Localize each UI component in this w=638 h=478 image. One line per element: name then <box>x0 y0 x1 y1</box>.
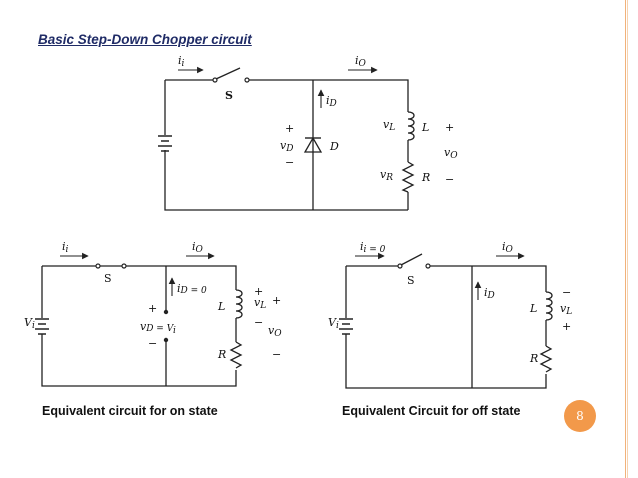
on-diode-terminal-top <box>163 309 169 315</box>
on-state-circuit: ii S iO iD = 0 Vi + vD = Vi − L R + vL −… <box>24 240 282 387</box>
off-battery-symbol <box>339 318 353 335</box>
on-label-i-diode: iD = 0 <box>177 282 207 296</box>
main-resistor-zigzag <box>401 161 415 193</box>
on-label-vo-plus: + <box>272 294 281 307</box>
main-label-v-l: vL <box>383 118 395 133</box>
main-label-vo-plus: + <box>445 121 454 134</box>
off-label-vl-minus: − <box>562 286 571 299</box>
off-switch-open-symbol <box>397 253 431 269</box>
on-label-resistor: R <box>217 348 226 361</box>
off-wire-bottom <box>345 334 547 389</box>
main-label-v-out: vO <box>444 146 458 161</box>
on-label-v-out: vO <box>268 324 282 339</box>
on-label-vo-minus: − <box>272 348 281 361</box>
slide-border-line-inner <box>627 0 628 478</box>
off-label-i-out: iO <box>502 240 514 255</box>
off-resistor-zigzag <box>539 345 553 373</box>
on-wire-top-right <box>126 265 237 290</box>
on-resistor-zigzag <box>229 341 243 369</box>
off-label-v-l: vL <box>560 302 572 317</box>
main-label-v-r: vR <box>380 168 393 183</box>
off-label-vl-plus: + <box>562 320 571 333</box>
main-diode-symbol <box>303 136 323 153</box>
slide-border-line <box>625 0 626 478</box>
off-label-i-diode: iD <box>484 286 495 301</box>
on-label-vl-plus: + <box>254 285 263 298</box>
on-label-v-in: Vi <box>24 316 35 331</box>
main-label-i-out: iO <box>355 54 367 69</box>
on-label-i-out: iO <box>192 240 204 255</box>
main-label-i-in: ii <box>178 54 185 69</box>
main-label-vo-minus: − <box>445 173 454 186</box>
main-wire-top-right <box>249 79 409 112</box>
on-label-v-l: vL <box>254 296 266 311</box>
main-wire-bottom <box>164 150 408 211</box>
on-label-v-diode: vD = Vi <box>140 320 176 336</box>
off-state-circuit: ii = 0 S iO iD Vi L R − vL + <box>328 240 572 389</box>
on-label-inductor: L <box>217 300 225 313</box>
caption-on-state: Equivalent circuit for on state <box>42 404 218 418</box>
off-inductor-coil <box>545 291 553 321</box>
page-number-badge: 8 <box>564 400 596 432</box>
on-label-vd-minus: − <box>148 337 157 350</box>
main-label-vd-plus: + <box>285 122 294 135</box>
off-label-i-in: ii = 0 <box>360 240 386 255</box>
off-wire-top-right <box>430 265 547 292</box>
main-circuit: ii S iO iD + vD − D vL L + vO − vR R <box>158 54 458 211</box>
main-label-vd-minus: − <box>285 156 294 169</box>
off-label-switch: S <box>407 274 415 287</box>
on-label-vd-plus: + <box>148 302 157 315</box>
off-label-resistor: R <box>529 352 538 365</box>
on-label-vl-minus: − <box>254 316 263 329</box>
on-wire-bottom <box>41 334 237 387</box>
on-label-switch: S <box>104 272 112 285</box>
main-label-resistor: R <box>421 171 430 184</box>
on-diode-terminal-bottom <box>163 337 169 343</box>
main-battery-symbol <box>158 135 172 152</box>
off-label-inductor: L <box>529 302 537 315</box>
main-label-inductor: L <box>421 121 429 134</box>
main-label-i-diode: iD <box>326 94 337 109</box>
on-label-i-in: ii <box>62 240 69 255</box>
off-label-v-in: Vi <box>328 316 339 331</box>
on-inductor-coil <box>235 289 243 319</box>
main-label-diode: D <box>329 140 339 153</box>
on-battery-symbol <box>35 318 49 335</box>
caption-off-state: Equivalent Circuit for off state <box>342 404 521 418</box>
main-label-switch: S <box>225 89 233 102</box>
slide-title: Basic Step-Down Chopper circuit <box>38 32 252 47</box>
main-switch-symbol <box>212 67 250 83</box>
main-label-v-diode: vD <box>280 139 293 154</box>
on-switch-closed-symbol <box>95 263 127 269</box>
main-inductor-coil <box>407 111 415 141</box>
